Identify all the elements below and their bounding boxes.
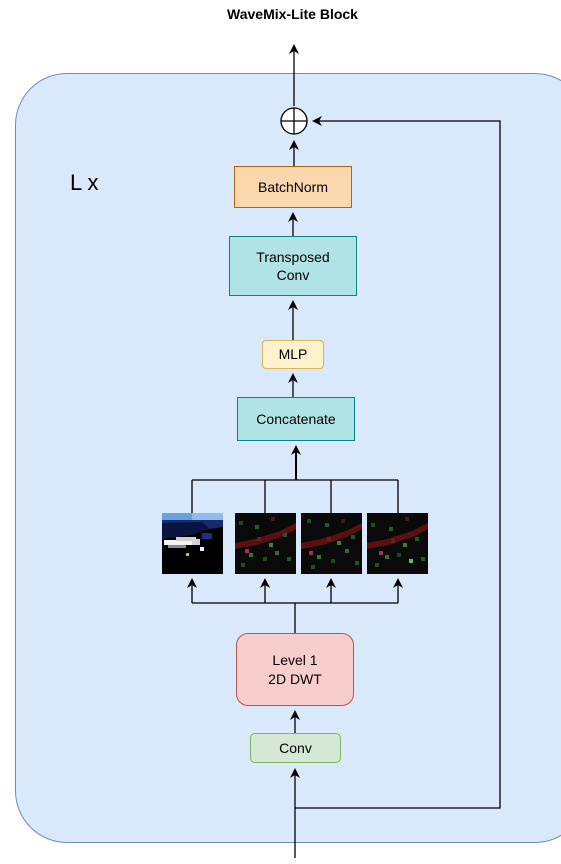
dwt-label-line1: Level 1	[272, 652, 318, 669]
diagram-title: WaveMix-Lite Block	[227, 6, 358, 22]
approximation-subband-image	[162, 513, 223, 574]
conv-block: Conv	[250, 733, 341, 763]
transposed-conv-label-line2: Conv	[276, 267, 310, 283]
repeat-label: L x	[70, 170, 99, 195]
horizontal-detail-subband-image	[235, 513, 296, 574]
dwt-block: Level 1 2D DWT	[236, 633, 354, 706]
mlp-label: MLP	[278, 346, 308, 363]
concatenate-label: Concatenate	[256, 410, 336, 427]
mlp-block: MLP	[262, 340, 324, 369]
skip-connection	[295, 116, 501, 809]
concatenate-block: Concatenate	[237, 397, 355, 441]
diagonal-detail-subband-image	[367, 513, 428, 574]
dwt-label-line2: 2D DWT	[268, 670, 322, 687]
transposed-conv-block: Transposed Conv	[229, 236, 357, 296]
vertical-detail-subband-image	[301, 513, 362, 574]
batchnorm-label: BatchNorm	[257, 178, 329, 195]
block-container	[15, 73, 561, 843]
add-icon	[280, 107, 308, 135]
transposed-conv-label-line1: Transposed	[256, 248, 330, 265]
batchnorm-block: BatchNorm	[234, 166, 352, 208]
conv-label: Conv	[279, 739, 312, 756]
